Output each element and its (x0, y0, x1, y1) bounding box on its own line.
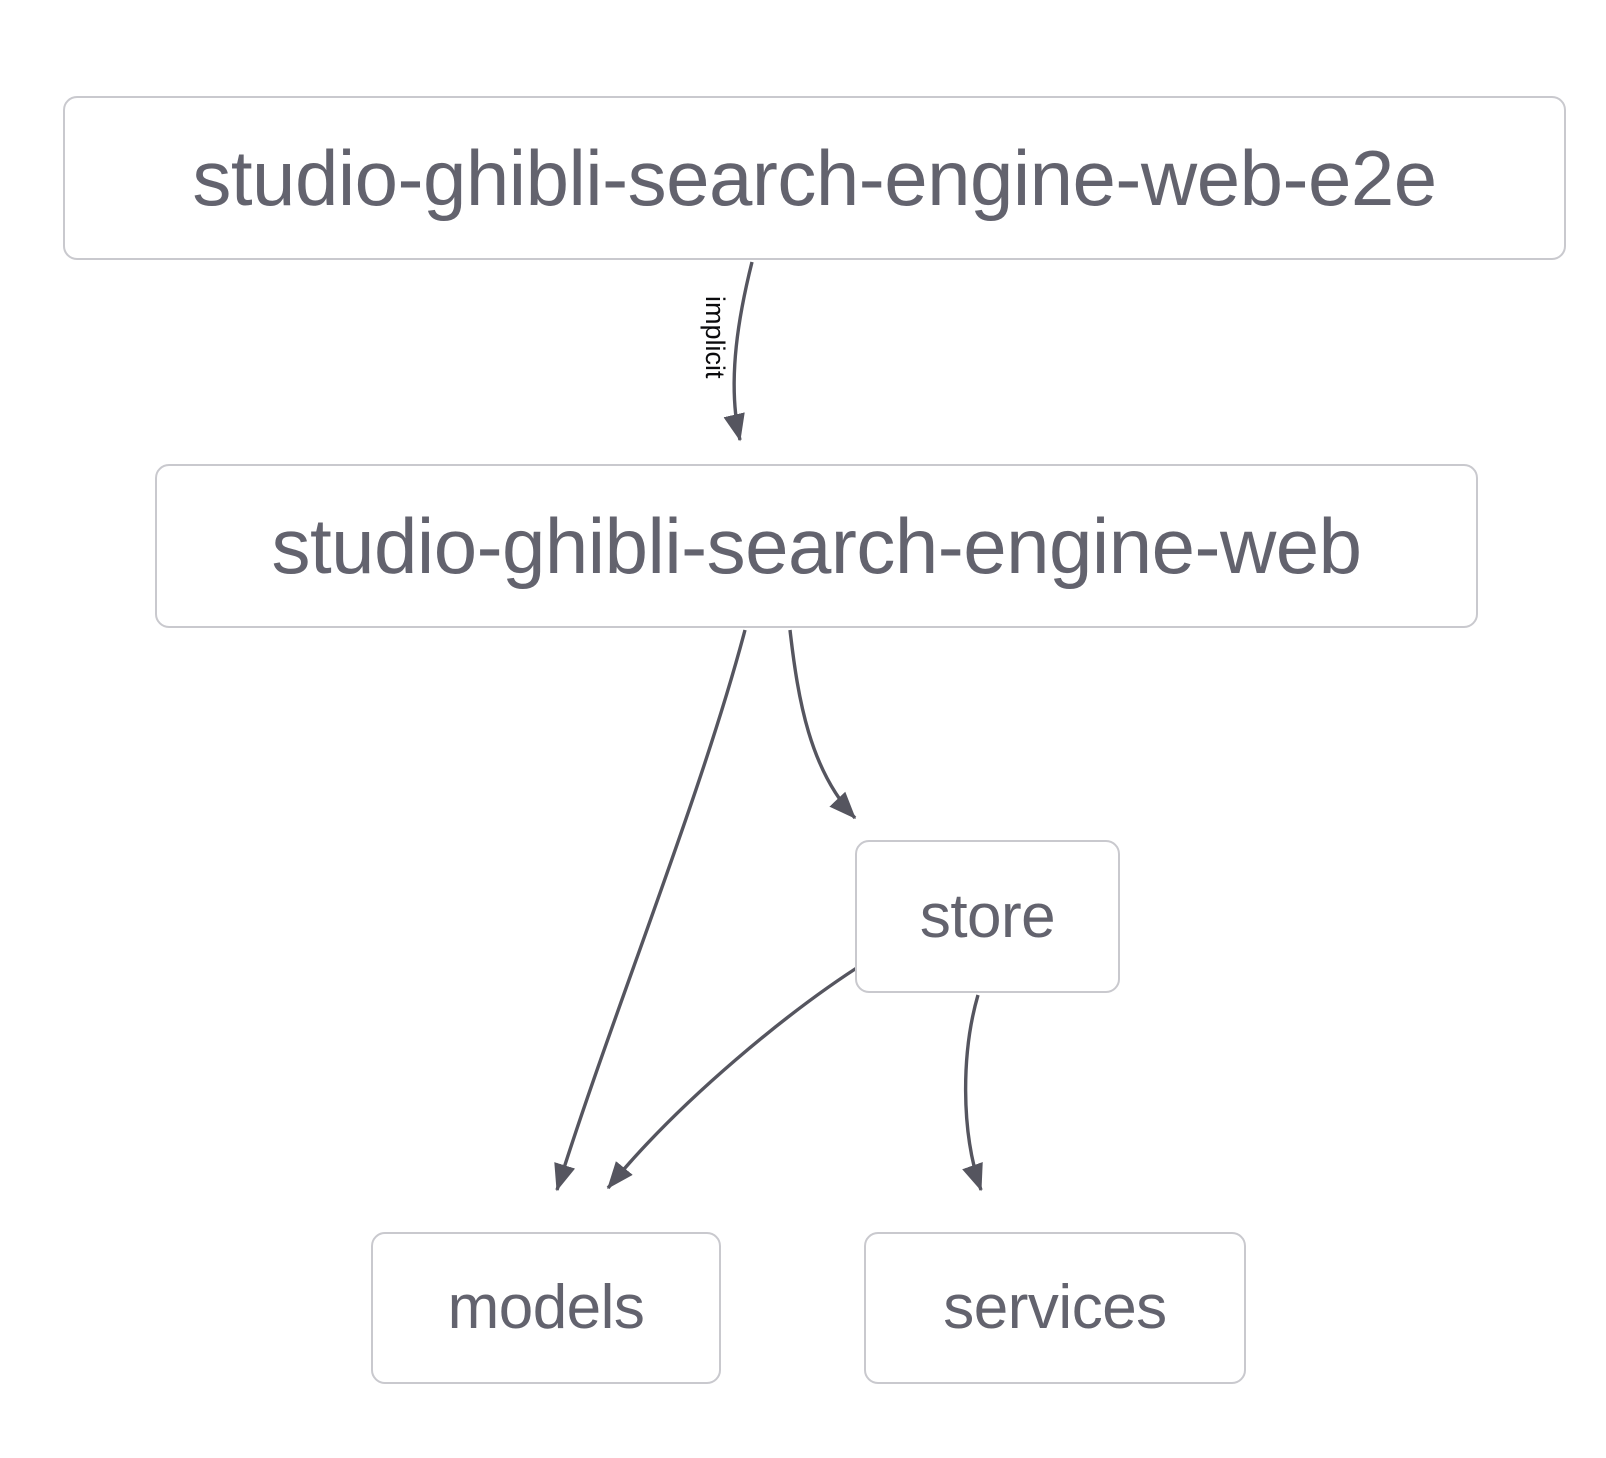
node-label: models (447, 1273, 645, 1342)
edge-web-to-models (554, 629, 747, 1192)
edge-web-to-store (788, 629, 857, 820)
node-label: studio-ghibli-search-engine-web (271, 502, 1362, 590)
edge-label-implicit: implicit (700, 296, 730, 379)
node-label: services (943, 1273, 1167, 1342)
node-label: studio-ghibli-search-engine-web-e2e (192, 134, 1437, 222)
node-studio-ghibli-search-engine-web[interactable]: studio-ghibli-search-engine-web (155, 464, 1478, 628)
node-services[interactable]: services (864, 1232, 1246, 1384)
edge-store-to-models (606, 960, 867, 1190)
node-label: store (919, 881, 1056, 951)
edge-store-to-services (962, 994, 983, 1192)
node-store[interactable]: store (855, 840, 1120, 993)
node-studio-ghibli-search-engine-web-e2e[interactable]: studio-ghibli-search-engine-web-e2e (63, 96, 1566, 260)
edge-root-to-web (723, 261, 754, 442)
node-models[interactable]: models (371, 1232, 721, 1384)
